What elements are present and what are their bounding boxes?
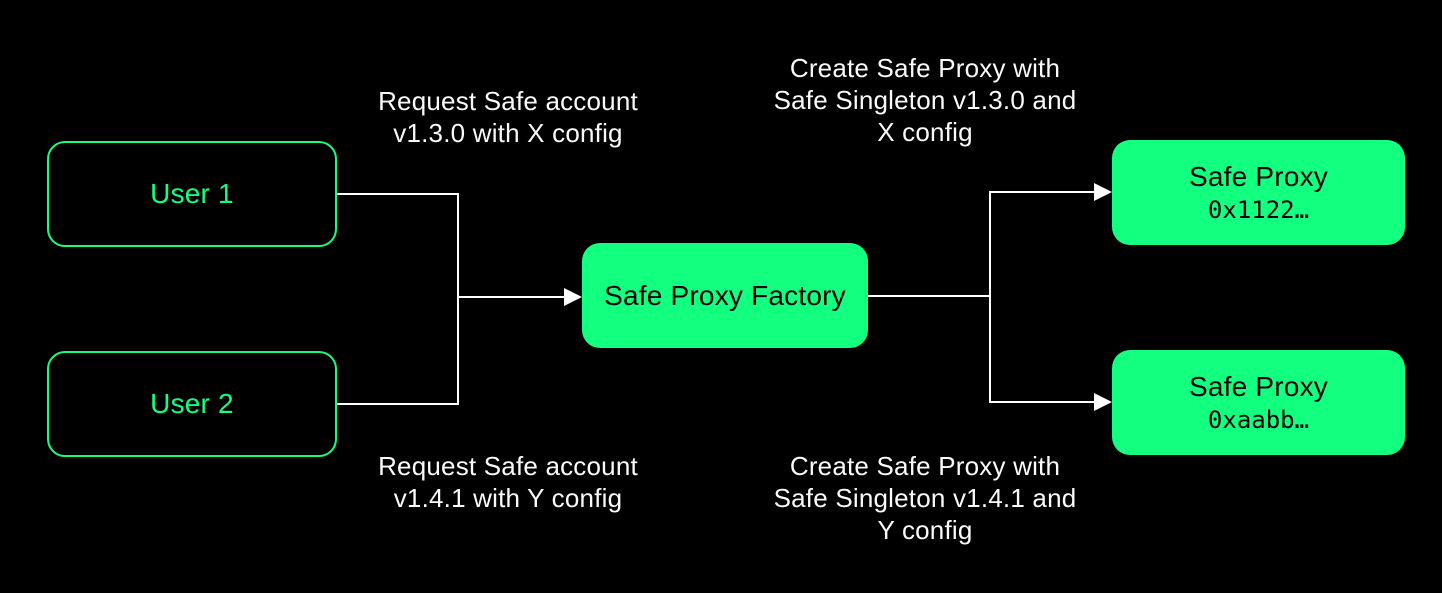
node-safe-proxy-1-title: Safe Proxy — [1189, 160, 1328, 192]
edge-label-request-v141: Request Safe account v1.4.1 with Y confi… — [378, 451, 638, 513]
node-safe-proxy-2-title: Safe Proxy — [1189, 370, 1328, 402]
connector-proxy2-horizontal — [989, 401, 1096, 403]
connector-user1-horizontal — [337, 193, 459, 195]
node-user-2-label: User 2 — [150, 388, 234, 420]
connector-left-vertical — [457, 193, 459, 405]
arrowhead-into-proxy1-icon — [1094, 183, 1112, 201]
connector-proxy1-horizontal — [989, 191, 1096, 193]
node-user-2: User 2 — [47, 351, 337, 457]
node-safe-proxy-1-address: 0x1122… — [1207, 196, 1310, 225]
node-user-1: User 1 — [47, 141, 337, 247]
node-safe-proxy-factory-label: Safe Proxy Factory — [604, 279, 846, 311]
connector-factory-inbound — [457, 296, 566, 298]
connector-right-vertical — [989, 191, 991, 403]
arrowhead-into-proxy2-icon — [1094, 393, 1112, 411]
node-safe-proxy-2: Safe Proxy 0xaabb… — [1112, 350, 1405, 455]
edge-label-create-v141: Create Safe Proxy with Safe Singleton v1… — [773, 451, 1077, 545]
node-safe-proxy-factory: Safe Proxy Factory — [582, 243, 868, 348]
node-user-1-label: User 1 — [150, 178, 234, 210]
connector-user2-horizontal — [337, 403, 459, 405]
node-safe-proxy-1: Safe Proxy 0x1122… — [1112, 140, 1405, 245]
connector-factory-outbound — [868, 295, 991, 297]
edge-label-request-v130: Request Safe account v1.3.0 with X confi… — [378, 86, 638, 148]
arrowhead-into-factory-icon — [564, 288, 582, 306]
node-safe-proxy-2-address: 0xaabb… — [1207, 406, 1310, 435]
edge-label-create-v130: Create Safe Proxy with Safe Singleton v1… — [773, 53, 1077, 147]
